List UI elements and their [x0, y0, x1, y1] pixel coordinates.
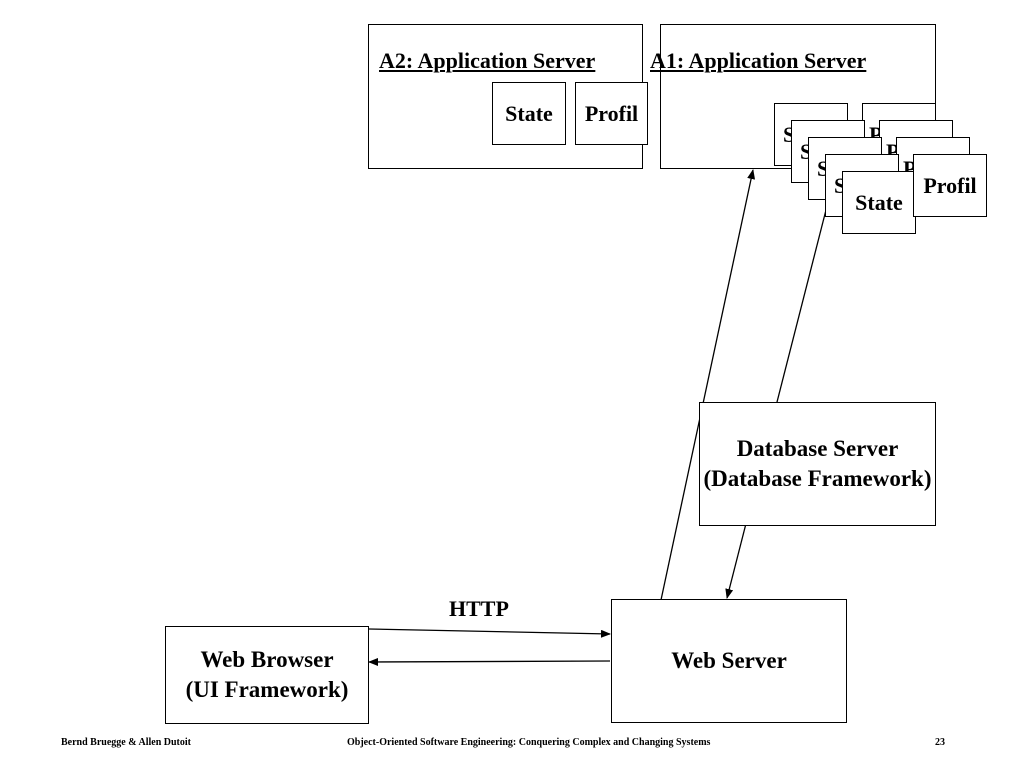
- arrow-webserver-to-browser: [368, 657, 611, 666]
- arrow-webserver-to-a1: [660, 169, 756, 601]
- footer-book-title: Object-Oriented Software Engineering: Co…: [347, 737, 711, 748]
- web-server-box: Web Server: [611, 599, 847, 723]
- database-server-label: Database Server: [736, 436, 899, 461]
- web-server-label: Web Server: [671, 648, 787, 673]
- web-browser-label: Web Browser: [200, 647, 334, 672]
- database-framework-label: (Database Framework): [703, 466, 932, 491]
- footer-authors: Bernd Bruegge & Allen Dutoit: [61, 737, 191, 748]
- a2-state-box: State: [492, 82, 566, 145]
- a2-profil-box: Profil: [575, 82, 648, 145]
- a1-stack-state-box: State: [842, 171, 916, 234]
- a1-stack-profil-box: Profil: [913, 154, 987, 217]
- ui-framework-label: (UI Framework): [185, 677, 349, 702]
- arrow-browser-to-webserver: [368, 628, 611, 638]
- web-browser-box: Web Browser (UI Framework): [165, 626, 369, 724]
- a1-title: A1: Application Server: [650, 48, 867, 73]
- http-label: HTTP: [449, 596, 509, 621]
- database-server-box: Database Server (Database Framework): [699, 402, 936, 526]
- a2-title: A2: Application Server: [379, 48, 596, 73]
- footer-page-number: 23: [935, 737, 945, 748]
